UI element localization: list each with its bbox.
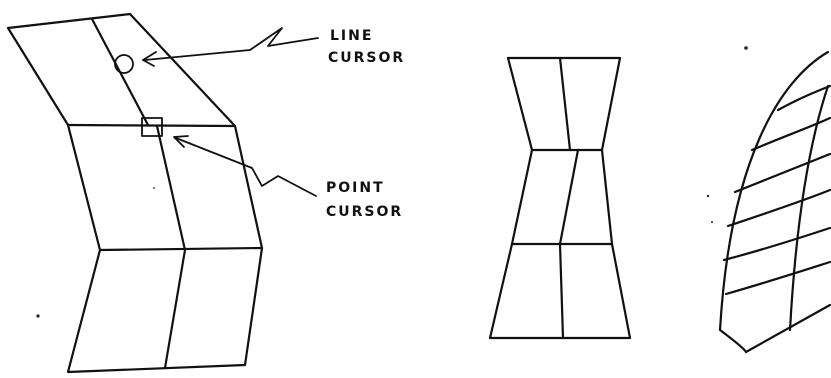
stray-mark (36, 314, 40, 318)
stray-mark (711, 221, 713, 223)
hourglass-divider-middle (558, 148, 580, 246)
point-cursor-arrowhead (173, 135, 189, 148)
curved-grid-figure (706, 46, 831, 354)
line-cursor-leader-line (144, 27, 319, 61)
line-cursor-circle (114, 54, 134, 74)
point-cursor-square (141, 117, 163, 137)
point-cursor-leader (173, 135, 317, 197)
point-cursor-label-line1: POINT (326, 180, 385, 196)
hourglass-outline (488, 56, 632, 340)
point-cursor-label-line2: CURSOR (326, 204, 403, 220)
line-cursor-arrowhead (142, 51, 157, 67)
hourglass-divider-bottom (558, 242, 565, 340)
stray-mark (153, 187, 155, 189)
curved-grid-row-4 (726, 188, 831, 228)
curved-grid-row-2 (750, 116, 831, 152)
bent-grid-fold-top (66, 123, 237, 128)
bent-grid-fold-bottom (98, 246, 264, 252)
hourglass-grid-figure (488, 56, 632, 340)
line-cursor-leader (142, 27, 319, 67)
line-cursor-label: LINE CURSOR (328, 28, 405, 66)
point-cursor-label: POINT CURSOR (326, 180, 403, 220)
curved-grid-outline-bottom (744, 303, 831, 354)
curved-grid-column (788, 84, 830, 332)
bent-grid-divider-middle (155, 124, 187, 252)
stray-mark (744, 46, 748, 50)
bent-grid-divider-bottom (163, 248, 187, 370)
hourglass-divider-top (558, 56, 572, 152)
stray-mark (706, 194, 710, 198)
curved-grid-row-3 (733, 152, 831, 194)
line-cursor-label-line1: LINE (330, 28, 373, 44)
bent-grid-outline (6, 12, 264, 374)
curved-grid-row-5 (722, 226, 831, 262)
line-cursor-label-line2: CURSOR (328, 50, 405, 66)
curved-grid-row-1 (776, 84, 831, 112)
curved-grid-outline-left (718, 50, 830, 354)
bent-grid-figure (6, 12, 264, 374)
point-cursor-leader-line (175, 137, 317, 197)
curved-grid-row-6 (724, 260, 831, 296)
